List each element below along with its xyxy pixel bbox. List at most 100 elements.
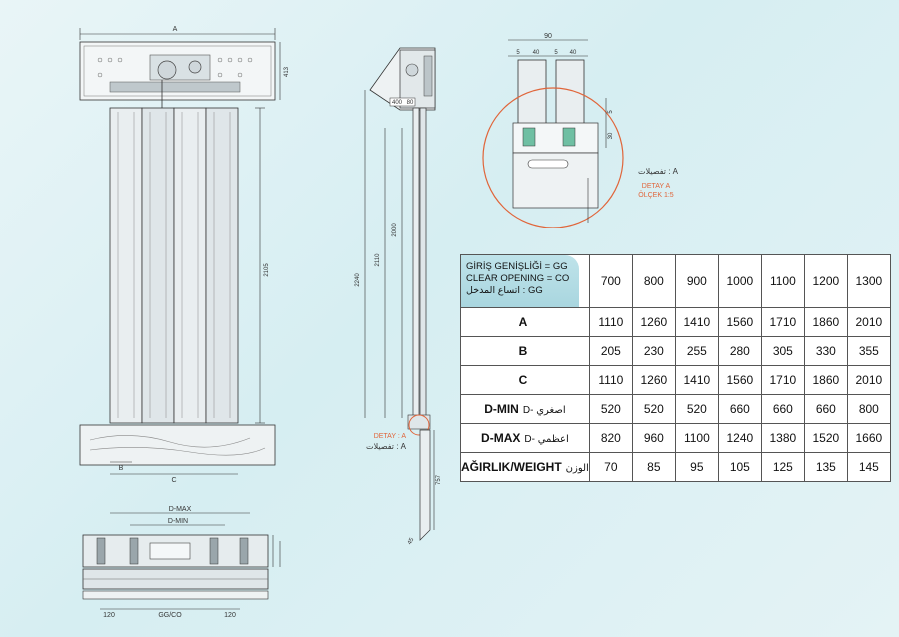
table-cell: 660 (803, 394, 848, 424)
table-cell: 255 (674, 336, 719, 366)
dim-2000-label: 2000 (392, 223, 398, 237)
spec-table: GİRİŞ GENİŞLİĞİ = GG CLEAR OPENING = CO … (460, 254, 891, 482)
table-cell: 2010 (846, 365, 891, 395)
row-label-text: B (518, 344, 528, 358)
detail-a-marker (408, 414, 430, 436)
dim-ggco-label: GG/CO (158, 612, 182, 619)
detail-ar-label: تفصيلات : A (638, 167, 679, 176)
column-header: 700 (588, 254, 633, 308)
dim-120a-label: 120 (103, 612, 115, 619)
row-label-ar: D- اصغري (522, 405, 566, 416)
dim-400-label: 400 (392, 100, 403, 106)
header-line2: CLEAR OPENING = CO (466, 273, 570, 284)
column-header: 1300 (846, 254, 891, 308)
row-label-ar: الوزن (565, 463, 589, 474)
dim-a-label: A (173, 26, 178, 33)
table-row: B 205 230 255 280 305 330 355 (460, 336, 891, 366)
column-header: 800 (631, 254, 676, 308)
side-detail-ar-label: تفصيلات : A (366, 442, 407, 451)
column-header: 900 (674, 254, 719, 308)
table-corner-header: GİRİŞ GENİŞLİĞİ = GG CLEAR OPENING = CO … (460, 254, 590, 308)
front-elevation: A 413 2105 B C (79, 26, 290, 484)
table-cell: 305 (760, 336, 805, 366)
table-cell: 1710 (760, 365, 805, 395)
dim-120b-label: 120 (224, 612, 236, 619)
row-label-text: AĞIRLIK/WEIGHT (461, 460, 562, 474)
header-line3: اتساع المدخل : GG (466, 285, 543, 296)
table-cell: 1710 (760, 307, 805, 337)
table-cell: 1410 (674, 365, 719, 395)
column-header: 1000 (717, 254, 762, 308)
table-cell: 105 (717, 452, 762, 482)
detail-v5-label: 5 (608, 110, 614, 114)
detail-90-label: 90 (544, 33, 552, 40)
table-cell: 70 (588, 452, 633, 482)
dim-757-label: 757 (436, 474, 442, 485)
table-cell: 1100 (674, 423, 719, 453)
table-cell: 125 (760, 452, 805, 482)
detail-title-label: DETAY A (642, 183, 671, 190)
dim-2240-label: 2240 (355, 273, 361, 287)
detail-5a-label: 5 (516, 50, 520, 56)
dim-80-label: 80 (407, 100, 414, 106)
detail-scale-label: ÖLÇEK 1:5 (638, 191, 674, 199)
table-cell: 1260 (631, 307, 676, 337)
table-cell: 1860 (803, 365, 848, 395)
table-cell: 960 (631, 423, 676, 453)
table-cell: 135 (803, 452, 848, 482)
table-cell: 1560 (717, 365, 762, 395)
table-cell: 1260 (631, 365, 676, 395)
row-label-ar: D- اعظمي (524, 434, 569, 445)
table-cell: 520 (674, 394, 719, 424)
table-cell: 520 (631, 394, 676, 424)
column-header: 1200 (803, 254, 848, 308)
table-cell: 1410 (674, 307, 719, 337)
table-cell: 95 (674, 452, 719, 482)
dim-2105-label: 2105 (264, 263, 270, 277)
side-section: 400 80 2240 2110 2000 DETAY : A تفصيلات … (355, 47, 442, 546)
table-header-row: GİRİŞ GENİŞLİĞİ = GG CLEAR OPENING = CO … (460, 254, 891, 308)
row-label: C (460, 365, 590, 395)
dim-dmin-label: D-MIN (168, 518, 188, 525)
row-label-text: C (518, 373, 528, 387)
table-cell: 1240 (717, 423, 762, 453)
plan-view: D-MAX D-MIN 120 GG/CO 120 (82, 506, 281, 619)
table-cell: 205 (588, 336, 633, 366)
table-cell: 230 (631, 336, 676, 366)
row-label-text: A (518, 315, 528, 329)
row-label: B (460, 336, 590, 366)
table-cell: 1520 (803, 423, 848, 453)
table-cell: 280 (717, 336, 762, 366)
table-row: A 1110 1260 1410 1560 1710 1860 2010 (460, 307, 891, 337)
table-cell: 820 (588, 423, 633, 453)
row-label: A (460, 307, 590, 337)
row-label-text: D-MAX (481, 431, 521, 445)
table-cell: 2010 (846, 307, 891, 337)
detail-40b-label: 40 (570, 50, 577, 56)
detail-5b-label: 5 (554, 50, 558, 56)
table-cell: 355 (846, 336, 891, 366)
table-cell: 1860 (803, 307, 848, 337)
header-line1: GİRİŞ GENİŞLİĞİ = GG (466, 261, 568, 272)
column-header: 1100 (760, 254, 805, 308)
detail-v30-label: 30 (608, 132, 614, 139)
detail-40a-label: 40 (533, 50, 540, 56)
detail-a-view: 90 5 40 5 40 5 30 تفصيلات : A DETAY A ÖL… (482, 33, 679, 228)
side-detail-label: DETAY : A (374, 433, 407, 440)
dim-c-label: C (171, 477, 176, 484)
table-cell: 520 (588, 394, 633, 424)
table-cell: 1560 (717, 307, 762, 337)
dim-2110-label: 2110 (375, 253, 381, 267)
table-cell: 85 (631, 452, 676, 482)
angle-45-label: 45 (407, 537, 416, 546)
table-cell: 1660 (846, 423, 891, 453)
table-cell: 660 (760, 394, 805, 424)
table-cell: 330 (803, 336, 848, 366)
dim-413-label: 413 (284, 66, 290, 77)
